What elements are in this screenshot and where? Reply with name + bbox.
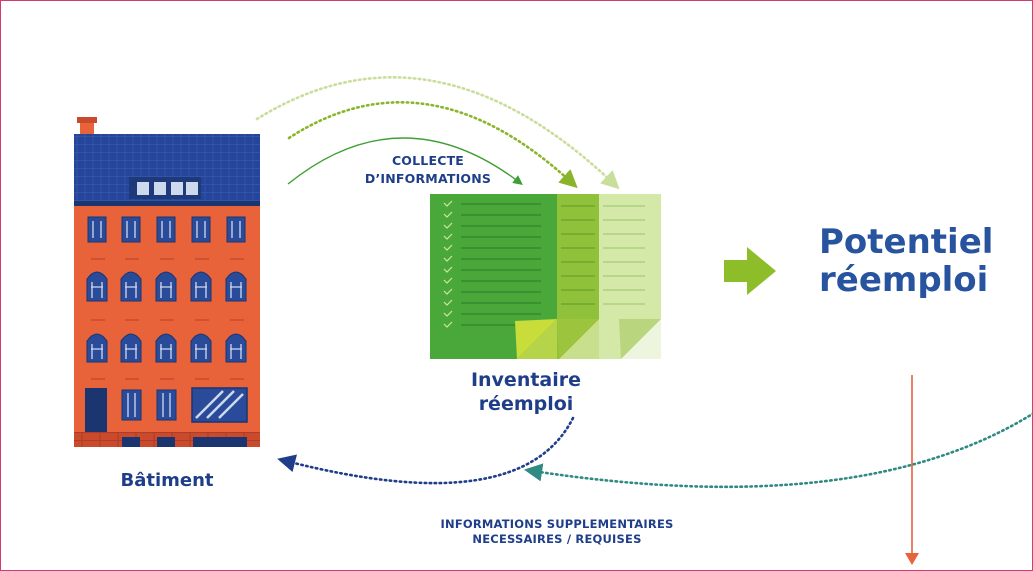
inventaire-label: Inventaire réemploi xyxy=(470,369,582,415)
batiment-label: Bâtiment xyxy=(120,470,214,491)
collecte-arrow xyxy=(287,137,523,185)
building-illustration xyxy=(74,117,260,447)
informations-supplementaires-label: INFORMATIONS SUPPLEMENTAIRES NECESSAIRES… xyxy=(440,517,674,546)
dotted-arc-pale xyxy=(255,76,620,190)
arrow-down-icon xyxy=(905,553,919,565)
collecte-label: COLLECTE D’INFORMATIONS xyxy=(364,153,492,186)
inventory-documents xyxy=(430,194,661,359)
arrow-right-icon xyxy=(724,247,776,295)
dotted-arc-lime xyxy=(287,101,578,189)
door xyxy=(85,388,107,432)
potentiel-reemploi-title: Potentiel réemploi xyxy=(819,222,994,300)
dotted-arc-return xyxy=(277,416,575,485)
dotted-arc-feedback xyxy=(524,412,1032,489)
